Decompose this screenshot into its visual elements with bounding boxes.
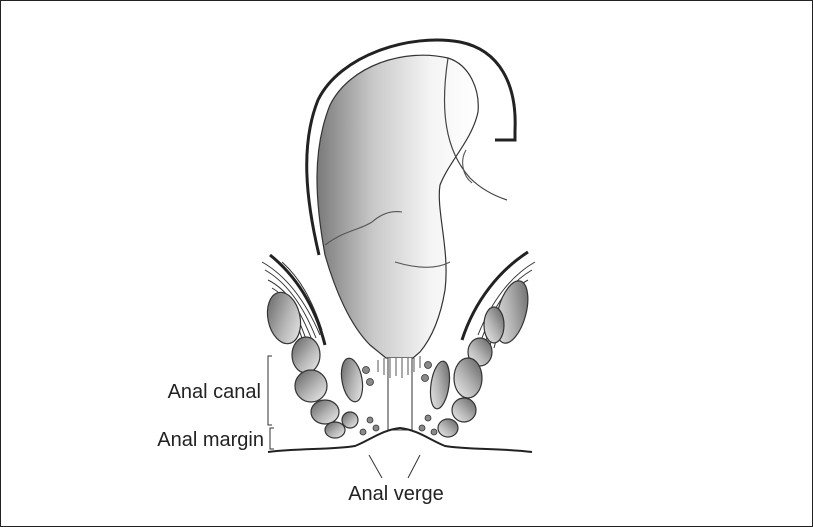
- anal-verge-pointer-left: [369, 455, 382, 478]
- anal-verge-pointer-right: [408, 455, 420, 478]
- label-anal-canal: Anal canal: [168, 381, 261, 403]
- rectal-lumen: [317, 55, 478, 358]
- label-anal-verge: Anal verge: [348, 483, 444, 505]
- anal-canal-bracket: [268, 356, 272, 425]
- anal-margin-bracket: [270, 428, 274, 449]
- left-anal-glands: [360, 367, 379, 436]
- perineal-skin-line: [268, 428, 532, 452]
- label-anal-margin: Anal margin: [157, 429, 264, 451]
